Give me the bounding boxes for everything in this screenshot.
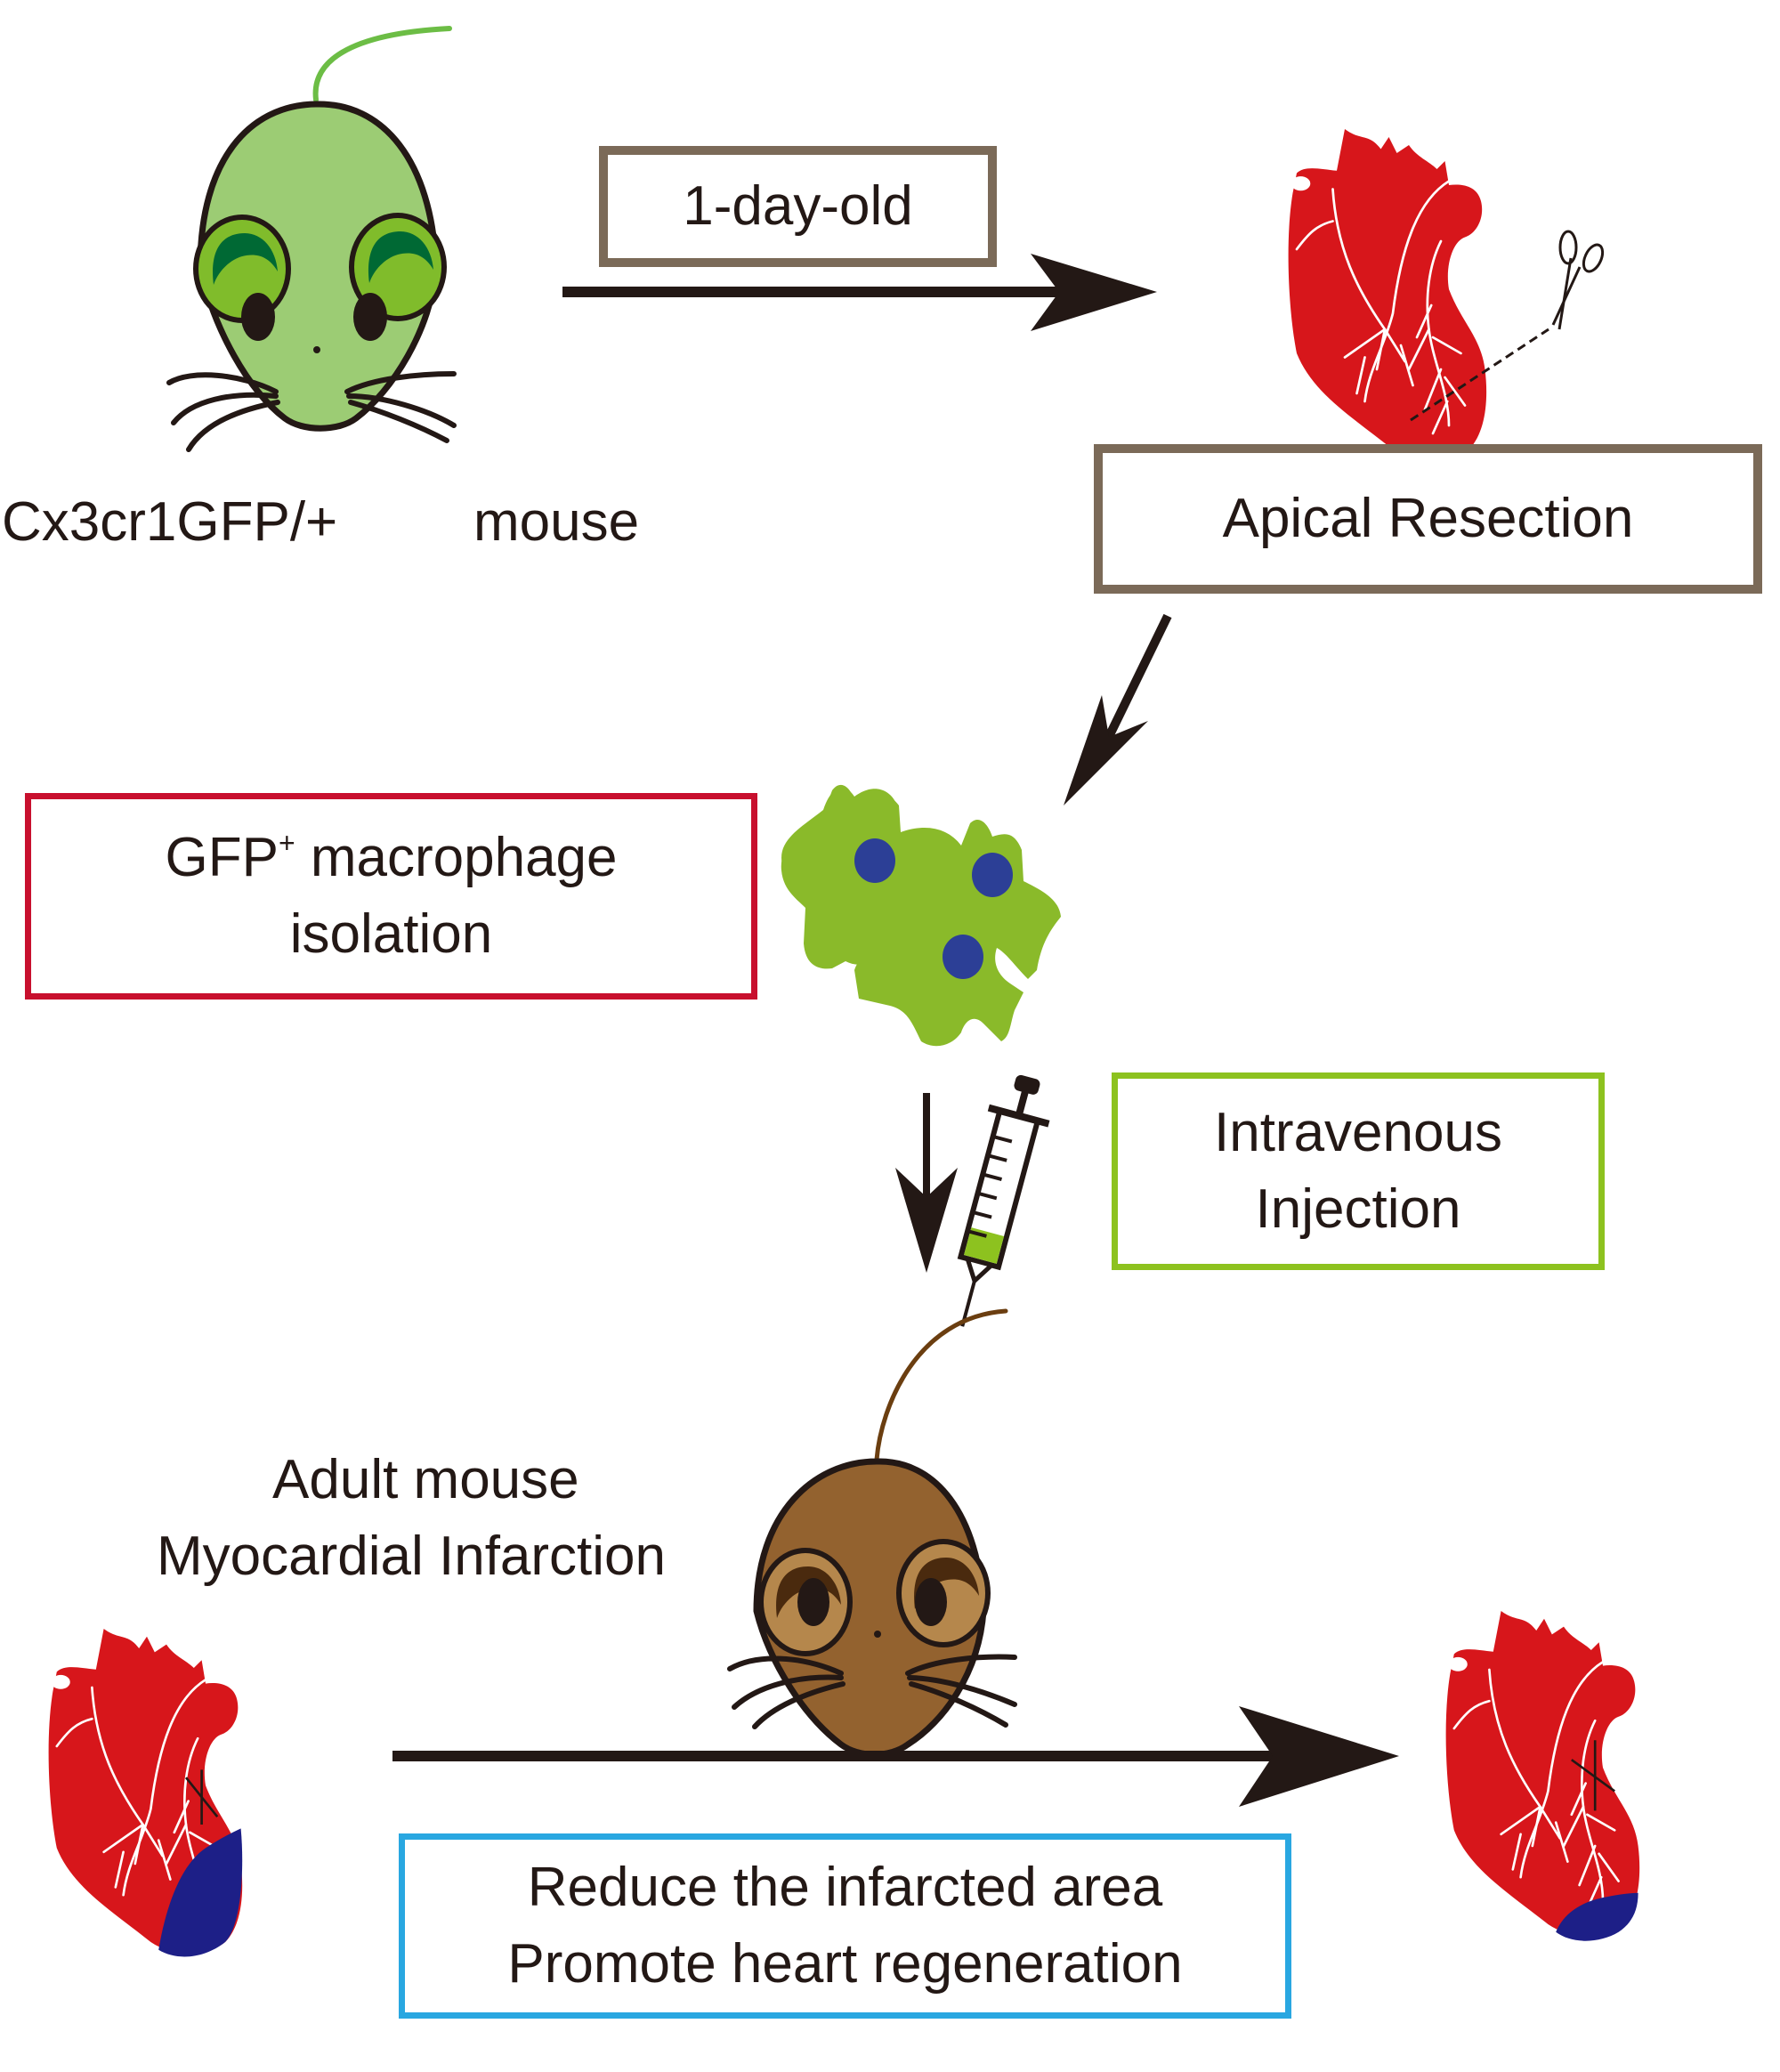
mouse-tail <box>874 1308 1008 1462</box>
surgery-box-text: Apical Resection <box>1222 488 1634 550</box>
isolation-macrophage: macrophage <box>295 827 618 889</box>
age-box-text: 1-day-old <box>683 175 913 238</box>
recipient-label-line1: Adult mouse <box>272 1449 579 1510</box>
heart-infarcted-icon <box>48 1629 243 1957</box>
mouse-whiskers <box>166 371 457 452</box>
outcome-line1: Reduce the infarcted area <box>527 1857 1163 1919</box>
infarct-area <box>1556 1892 1638 1941</box>
mouse-whiskers <box>727 1654 1017 1729</box>
injection-line1: Intravenous <box>1214 1102 1502 1164</box>
mouse-eye-right <box>353 293 387 341</box>
outcome-line2: Promote heart regeneration <box>507 1933 1183 1995</box>
macrophage-nucleus <box>972 853 1013 897</box>
heart-regenerated-icon <box>1445 1611 1640 1941</box>
recipient-label-line2: Myocardial Infarction <box>157 1526 667 1587</box>
isolation-line2: isolation <box>289 903 493 965</box>
isolation-gfp-sup: + <box>278 827 295 860</box>
scissors-icon <box>1410 230 1605 422</box>
arrow-diagonal <box>1064 613 1172 805</box>
gfp-mouse-icon <box>166 26 457 452</box>
arrow-down <box>895 1093 958 1273</box>
infarct-area <box>158 1828 243 1957</box>
mouse-eye-right <box>915 1578 947 1626</box>
mouse-tail <box>312 26 452 102</box>
arrow-right-bottom <box>392 1706 1399 1807</box>
macrophage-cluster-icon <box>781 784 1061 1047</box>
arrow-right-top <box>562 254 1157 331</box>
mouse-eye-left <box>241 293 275 341</box>
isolation-gfp: GFP <box>165 827 279 889</box>
donor-mouse-suffix: mouse <box>473 491 640 553</box>
age-box: 1-day-old <box>599 146 997 267</box>
isolation-line1: GFP+ macrophage <box>165 820 617 896</box>
heart-resection-icon <box>1288 129 1487 462</box>
mouse-nose <box>874 1631 881 1638</box>
surgery-box: Apical Resection <box>1094 444 1762 594</box>
syringe-icon <box>957 1074 1050 1327</box>
injection-line2: Injection <box>1255 1178 1461 1240</box>
mouse-head <box>197 101 440 432</box>
outcome-box: Reduce the infarcted area Promote heart … <box>399 1833 1291 2019</box>
injection-box: Intravenous Injection <box>1112 1072 1605 1270</box>
macrophage-cell <box>781 784 1061 1047</box>
mouse-nose <box>313 346 320 353</box>
isolation-box: GFP+ macrophage isolation <box>25 793 757 1000</box>
adult-mouse-icon <box>727 1308 1017 1758</box>
donor-mouse-label: Cx3cr1GFP/+ <box>2 491 338 553</box>
mouse-ear-right <box>349 213 447 321</box>
macrophage-nucleus <box>854 838 895 883</box>
mouse-eye-left <box>797 1578 829 1626</box>
macrophage-nucleus <box>943 935 983 979</box>
